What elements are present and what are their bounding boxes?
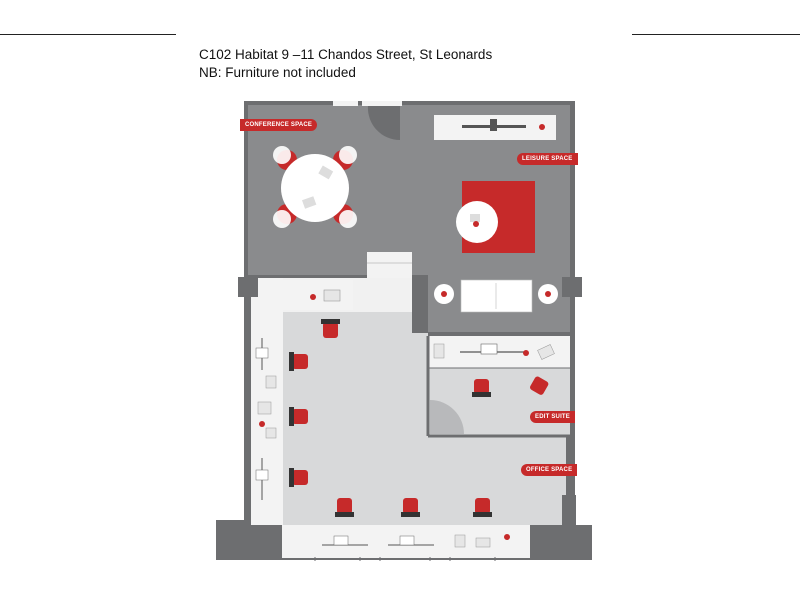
header-rule-right xyxy=(632,34,800,35)
caption-note: NB: Furniture not included xyxy=(199,65,356,80)
label-conference-space: CONFERENCE SPACE xyxy=(240,119,318,131)
left-desks xyxy=(255,338,277,500)
office-chairs xyxy=(289,319,492,517)
label-edit-suite: EDIT SUITE xyxy=(530,411,576,423)
left-column-pillar xyxy=(238,277,258,297)
label-office-space: OFFICE SPACE xyxy=(521,464,578,476)
bottom-desks xyxy=(322,534,510,548)
edit-chairs xyxy=(472,376,549,397)
service-box xyxy=(367,252,412,278)
bottom-right-column xyxy=(530,525,592,560)
left-desk-strip xyxy=(248,278,283,525)
office-carpet-right xyxy=(418,436,566,525)
bottom-left-column xyxy=(216,520,282,560)
label-leisure-space: LEISURE SPACE xyxy=(517,153,578,165)
conference-door-swing xyxy=(367,106,400,141)
edit-door-swing xyxy=(430,400,464,434)
caption-address: C102 Habitat 9 –11 Chandos Street, St Le… xyxy=(199,47,493,62)
corridor xyxy=(418,332,428,436)
conference-table xyxy=(273,146,357,228)
header-rule-left xyxy=(0,34,176,35)
right-column-pillar xyxy=(562,277,582,297)
sofa xyxy=(460,279,533,313)
